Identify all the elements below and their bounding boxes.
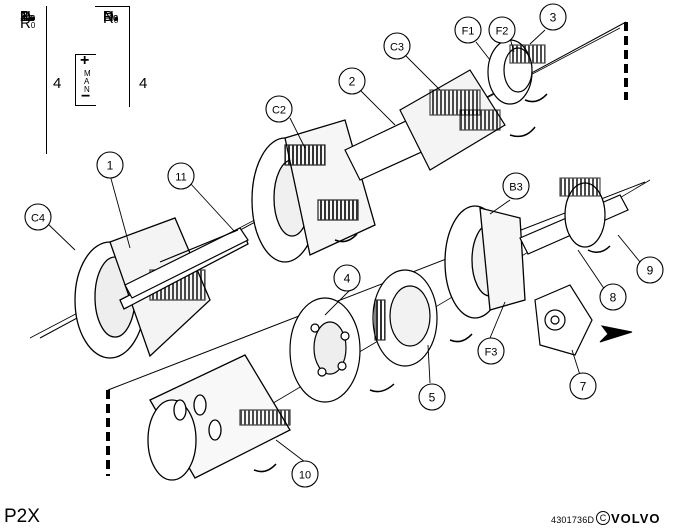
manual-label: M A N — [84, 69, 91, 94]
input-direction-arrow — [599, 325, 633, 343]
leader-lines — [47, 29, 641, 463]
gear-count-right: 4 — [139, 75, 148, 92]
callout-label-1: 1 — [107, 159, 114, 173]
callout-circle-c3 — [383, 32, 411, 60]
gear-3-left: 3● — [20, 8, 34, 25]
callout-label-f1: F1 — [462, 26, 475, 38]
component-10-drum — [147, 354, 291, 481]
callout-label-c3: C3 — [390, 42, 404, 54]
callout-label-c4: C4 — [31, 213, 45, 225]
callout-circle-9 — [636, 256, 664, 284]
callout-label-4: 4 — [344, 272, 351, 286]
component-c2-drum — [251, 119, 376, 263]
callout-circle-7 — [569, 372, 597, 400]
separator-bottom — [106, 181, 646, 476]
document-reference: 4301736D — [551, 515, 595, 525]
callout-label-3: 3 — [550, 11, 557, 25]
gear-n-left: N0 — [20, 8, 36, 25]
callout-circle-5 — [418, 383, 446, 411]
callout-circle-8 — [599, 283, 627, 311]
gear-d-left: D● — [20, 8, 36, 25]
callout-label-8: 8 — [610, 291, 617, 305]
copyright-icon: C — [596, 511, 610, 525]
callout-label-10: 10 — [299, 470, 311, 482]
callout-circle-10 — [291, 460, 319, 488]
callout-label-5: 5 — [429, 391, 436, 405]
callout-label-b3: B3 — [509, 182, 522, 194]
manual-minus: − — [81, 88, 91, 105]
gear-p-left: P0 — [20, 8, 35, 25]
gear-panel-right-border-low — [75, 54, 96, 106]
component-9-shaft — [519, 177, 629, 255]
model-label: P2X — [4, 506, 40, 527]
rotation-arrows — [253, 93, 611, 473]
callout-circle-c4 — [24, 203, 52, 231]
callout-circle-c2 — [265, 95, 293, 123]
callout-circle-f3 — [477, 337, 505, 365]
manual-plus: + — [80, 52, 90, 69]
callout-circle-2 — [338, 67, 366, 95]
callout-circle-11 — [167, 162, 195, 190]
callout-circle-1 — [96, 151, 124, 179]
callout-label-2: 2 — [349, 75, 356, 89]
callout-circle-f2 — [488, 16, 516, 44]
component-4-carrier — [289, 297, 361, 403]
gear-n-right: N0 — [103, 8, 119, 25]
callout-label-f2: F2 — [496, 26, 509, 38]
gear-d-right: D● — [103, 8, 119, 25]
callout-label-9: 9 — [647, 264, 654, 278]
component-2-c3-assembly — [344, 69, 506, 181]
gear-panel-right-border-top — [95, 6, 130, 107]
gear-2-left: 20 — [20, 8, 33, 25]
callout-label-7: 7 — [580, 380, 587, 394]
gear-p-right: P0 — [103, 8, 118, 25]
gear-r-right: R0 — [103, 10, 119, 27]
gear-panel-left — [14, 6, 47, 154]
callout-circle-f1 — [454, 16, 482, 44]
callout-label-11: 11 — [175, 172, 186, 184]
callout-circle-4 — [333, 264, 361, 292]
component-b3-drum — [444, 205, 526, 319]
gear-r-left: R0 — [20, 15, 36, 32]
callout-label-f3: F3 — [485, 347, 498, 359]
volvo-logo: VOLVO — [611, 511, 661, 526]
gear-1-left: 10 — [20, 8, 33, 25]
component-7-pump — [534, 284, 593, 356]
component-5-gear — [372, 269, 438, 367]
callout-circle-b3 — [502, 172, 530, 200]
component-11-shaft — [124, 227, 249, 299]
callout-label-c2: C2 — [272, 105, 286, 117]
gear-count-left: 4 — [53, 75, 62, 92]
callout-circle-3 — [539, 3, 567, 31]
